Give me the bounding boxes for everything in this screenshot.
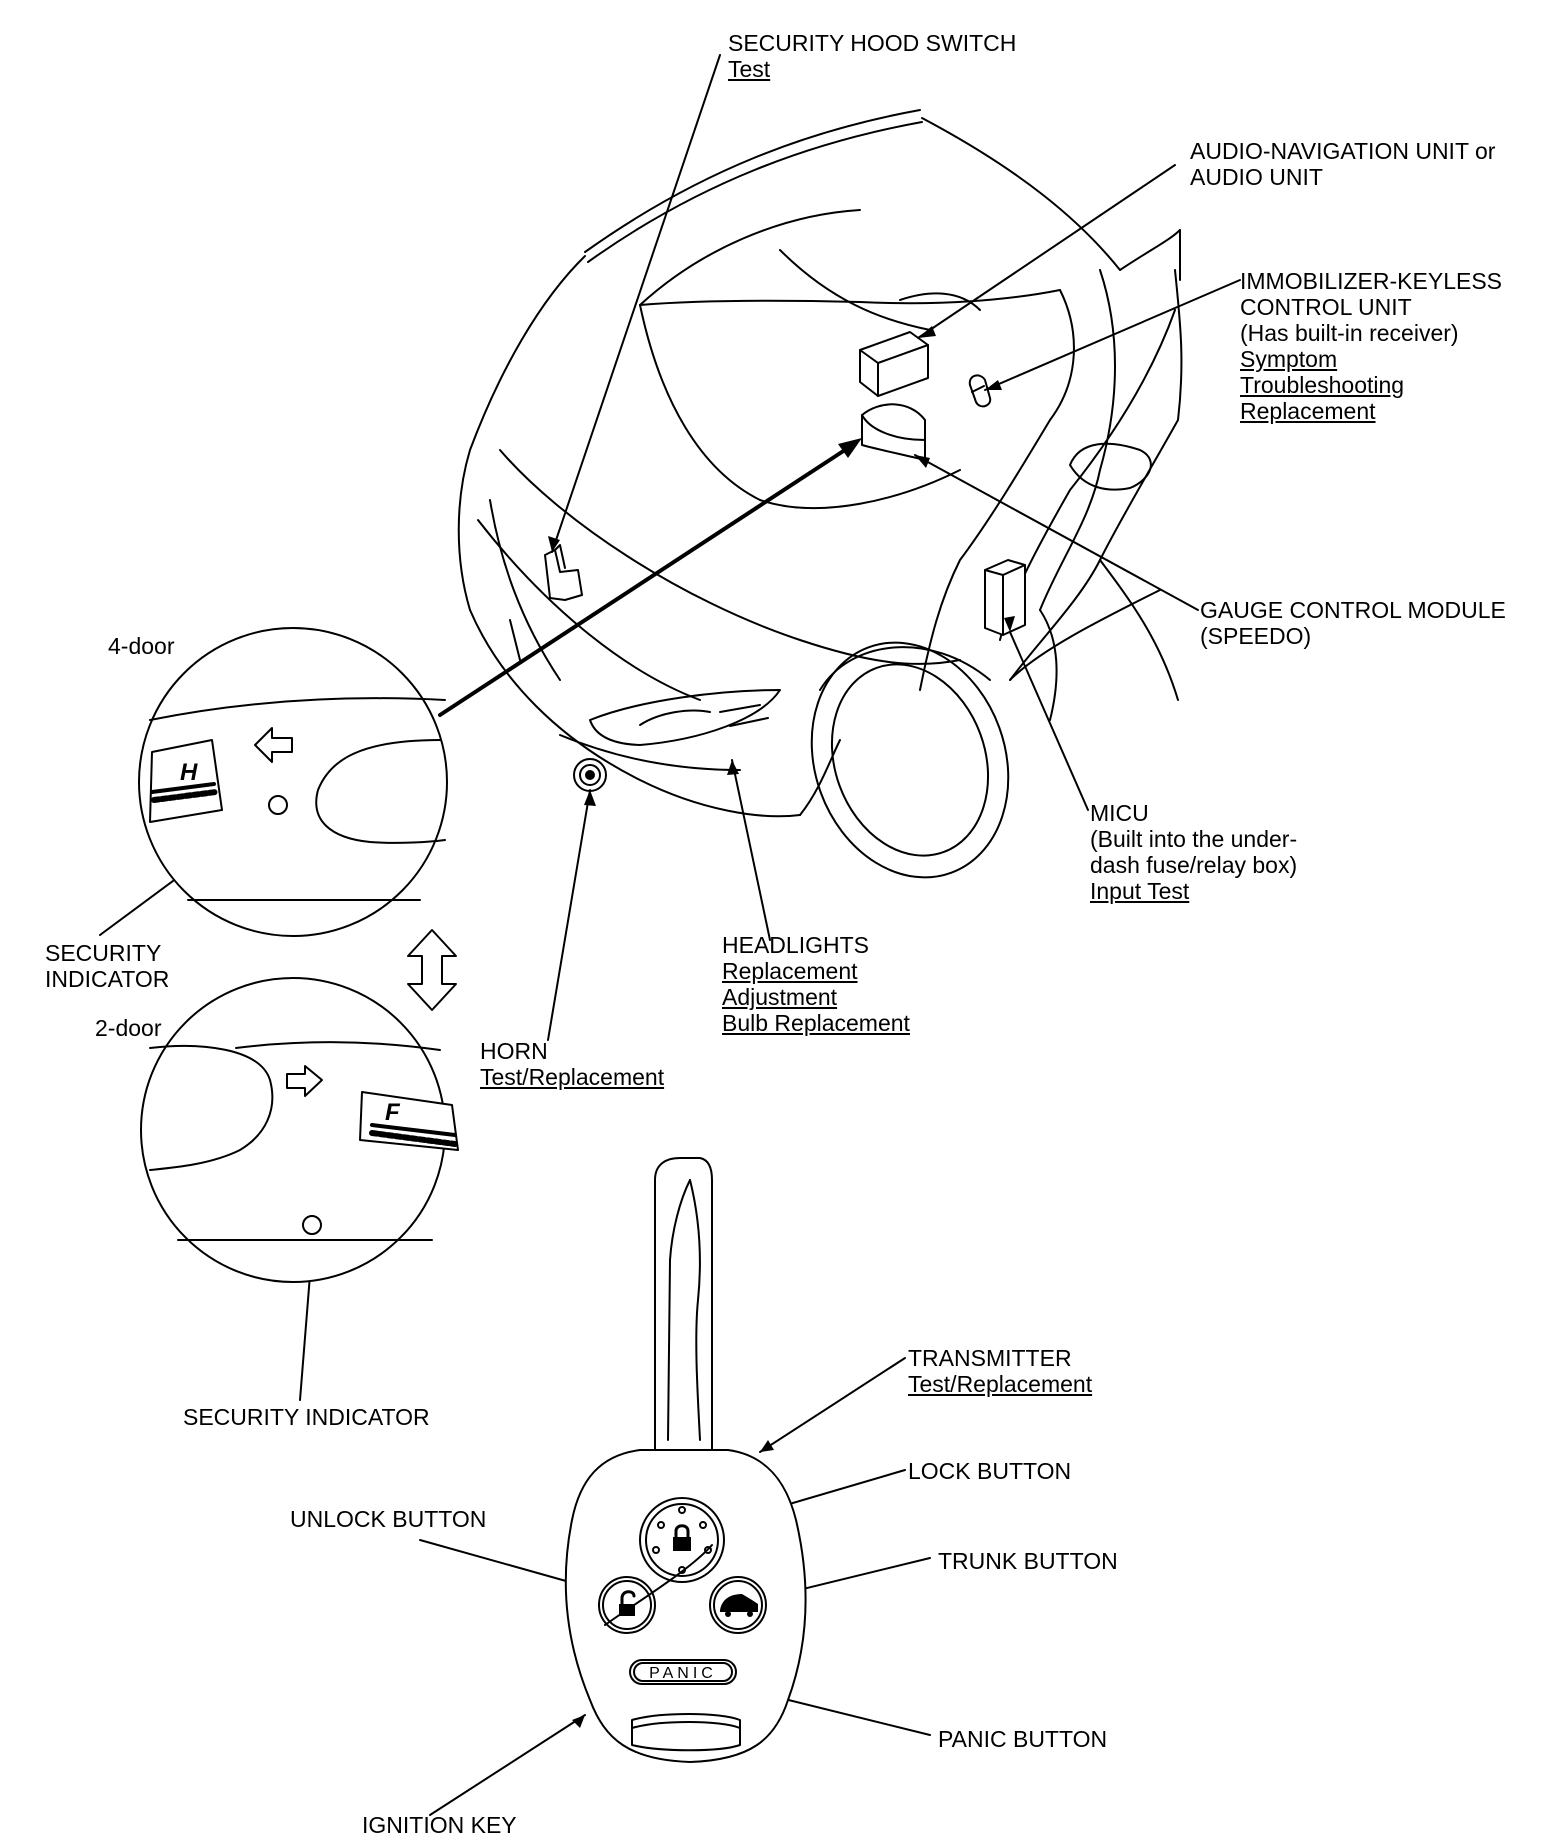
horn-test-replacement-link[interactable]: Test/Replacement [480,1064,665,1090]
car-illustration [457,109,1183,879]
immobilizer-icon [968,374,992,408]
micu-box-icon [984,559,1026,636]
audio-unit-line: AUDIO-NAVIGATION UNIT or [1190,138,1496,164]
security-indicator-line: INDICATOR [45,966,170,992]
micu-label: MICU (Built into the under- dash fuse/re… [1090,800,1297,904]
trunk-button-label: TRUNK BUTTON [938,1548,1118,1574]
panic-button-label: PANIC BUTTON [938,1726,1108,1752]
indicator-led-icon [302,1215,322,1235]
hood-switch-test-link[interactable]: Test [728,56,771,82]
gauge-module-label: GAUGE CONTROL MODULE (SPEEDO) [1200,597,1506,649]
four-door-detail: H [138,627,448,937]
ignition-key-label: IGNITION KEY [362,1812,517,1838]
security-indicator-label: SECURITY INDICATOR [45,940,169,992]
lock-icon [673,1524,691,1551]
transmitter-label: TRANSMITTER Test/Replacement [908,1345,1092,1397]
transmitter-test-replacement-link[interactable]: Test/Replacement [908,1371,1093,1397]
lock-button-label: LOCK BUTTON [908,1458,1072,1484]
gauge-module-line: GAUGE CONTROL MODULE [1200,597,1506,623]
panic-button-text: PANIC [649,1665,717,1682]
headlights-label: HEADLIGHTS Replacement Adjustment Bulb R… [722,932,910,1036]
gauge-letter-h: H [180,759,198,786]
immobilizer-symptom-link[interactable]: Symptom [1240,346,1338,372]
double-arrow-icon [407,929,457,1011]
horn-icon [573,758,607,792]
micu-line: MICU [1090,800,1149,826]
micu-line: (Built into the under- [1090,826,1298,852]
immobilizer-troubleshooting-link[interactable]: Troubleshooting [1240,372,1405,398]
hood-switch-label: SECURITY HOOD SWITCH Test [728,30,1016,82]
transmitter-title: TRANSMITTER [908,1345,1072,1371]
security-indicator-bottom-label: SECURITY INDICATOR [183,1404,430,1430]
immobilizer-line: (Has built-in receiver) [1240,320,1459,346]
hood-switch-icon [544,544,583,601]
headlights-adjustment-link[interactable]: Adjustment [722,984,838,1010]
headlights-bulb-replacement-link[interactable]: Bulb Replacement [722,1010,910,1036]
headlights-replacement-link[interactable]: Replacement [722,958,858,984]
four-door-label: 4-door [108,633,175,659]
audio-unit-label: AUDIO-NAVIGATION UNIT or AUDIO UNIT [1190,138,1495,190]
unlock-icon [619,1590,636,1616]
micu-input-test-link[interactable]: Input Test [1090,878,1190,904]
horn-label: HORN Test/Replacement [480,1038,664,1090]
transmitter-key: PANIC [564,1157,807,1763]
security-indicator-line: SECURITY [45,940,162,966]
immobilizer-replacement-link[interactable]: Replacement [1240,398,1376,424]
immobilizer-label: IMMOBILIZER-KEYLESS CONTROL UNIT (Has bu… [1240,268,1502,424]
hood-switch-title: SECURITY HOOD SWITCH [728,30,1017,56]
gauge-letter-f: F [385,1099,401,1126]
zoom-pointer-arrow [438,438,862,717]
immobilizer-line: IMMOBILIZER-KEYLESS [1240,268,1503,294]
audio-unit-icon [859,331,929,397]
headlights-title: HEADLIGHTS [722,932,869,958]
trunk-car-icon [720,1594,758,1617]
horn-title: HORN [480,1038,548,1064]
immobilizer-line: CONTROL UNIT [1240,294,1412,320]
audio-unit-line: AUDIO UNIT [1190,164,1323,190]
gauge-module-line: (SPEEDO) [1200,623,1312,649]
micu-line: dash fuse/relay box) [1090,852,1298,878]
two-door-detail: F [140,977,459,1283]
unlock-button-label: UNLOCK BUTTON [290,1506,487,1532]
two-door-label: 2-door [95,1015,162,1041]
indicator-led-icon [268,795,288,815]
gauge-module-icon [861,403,926,461]
